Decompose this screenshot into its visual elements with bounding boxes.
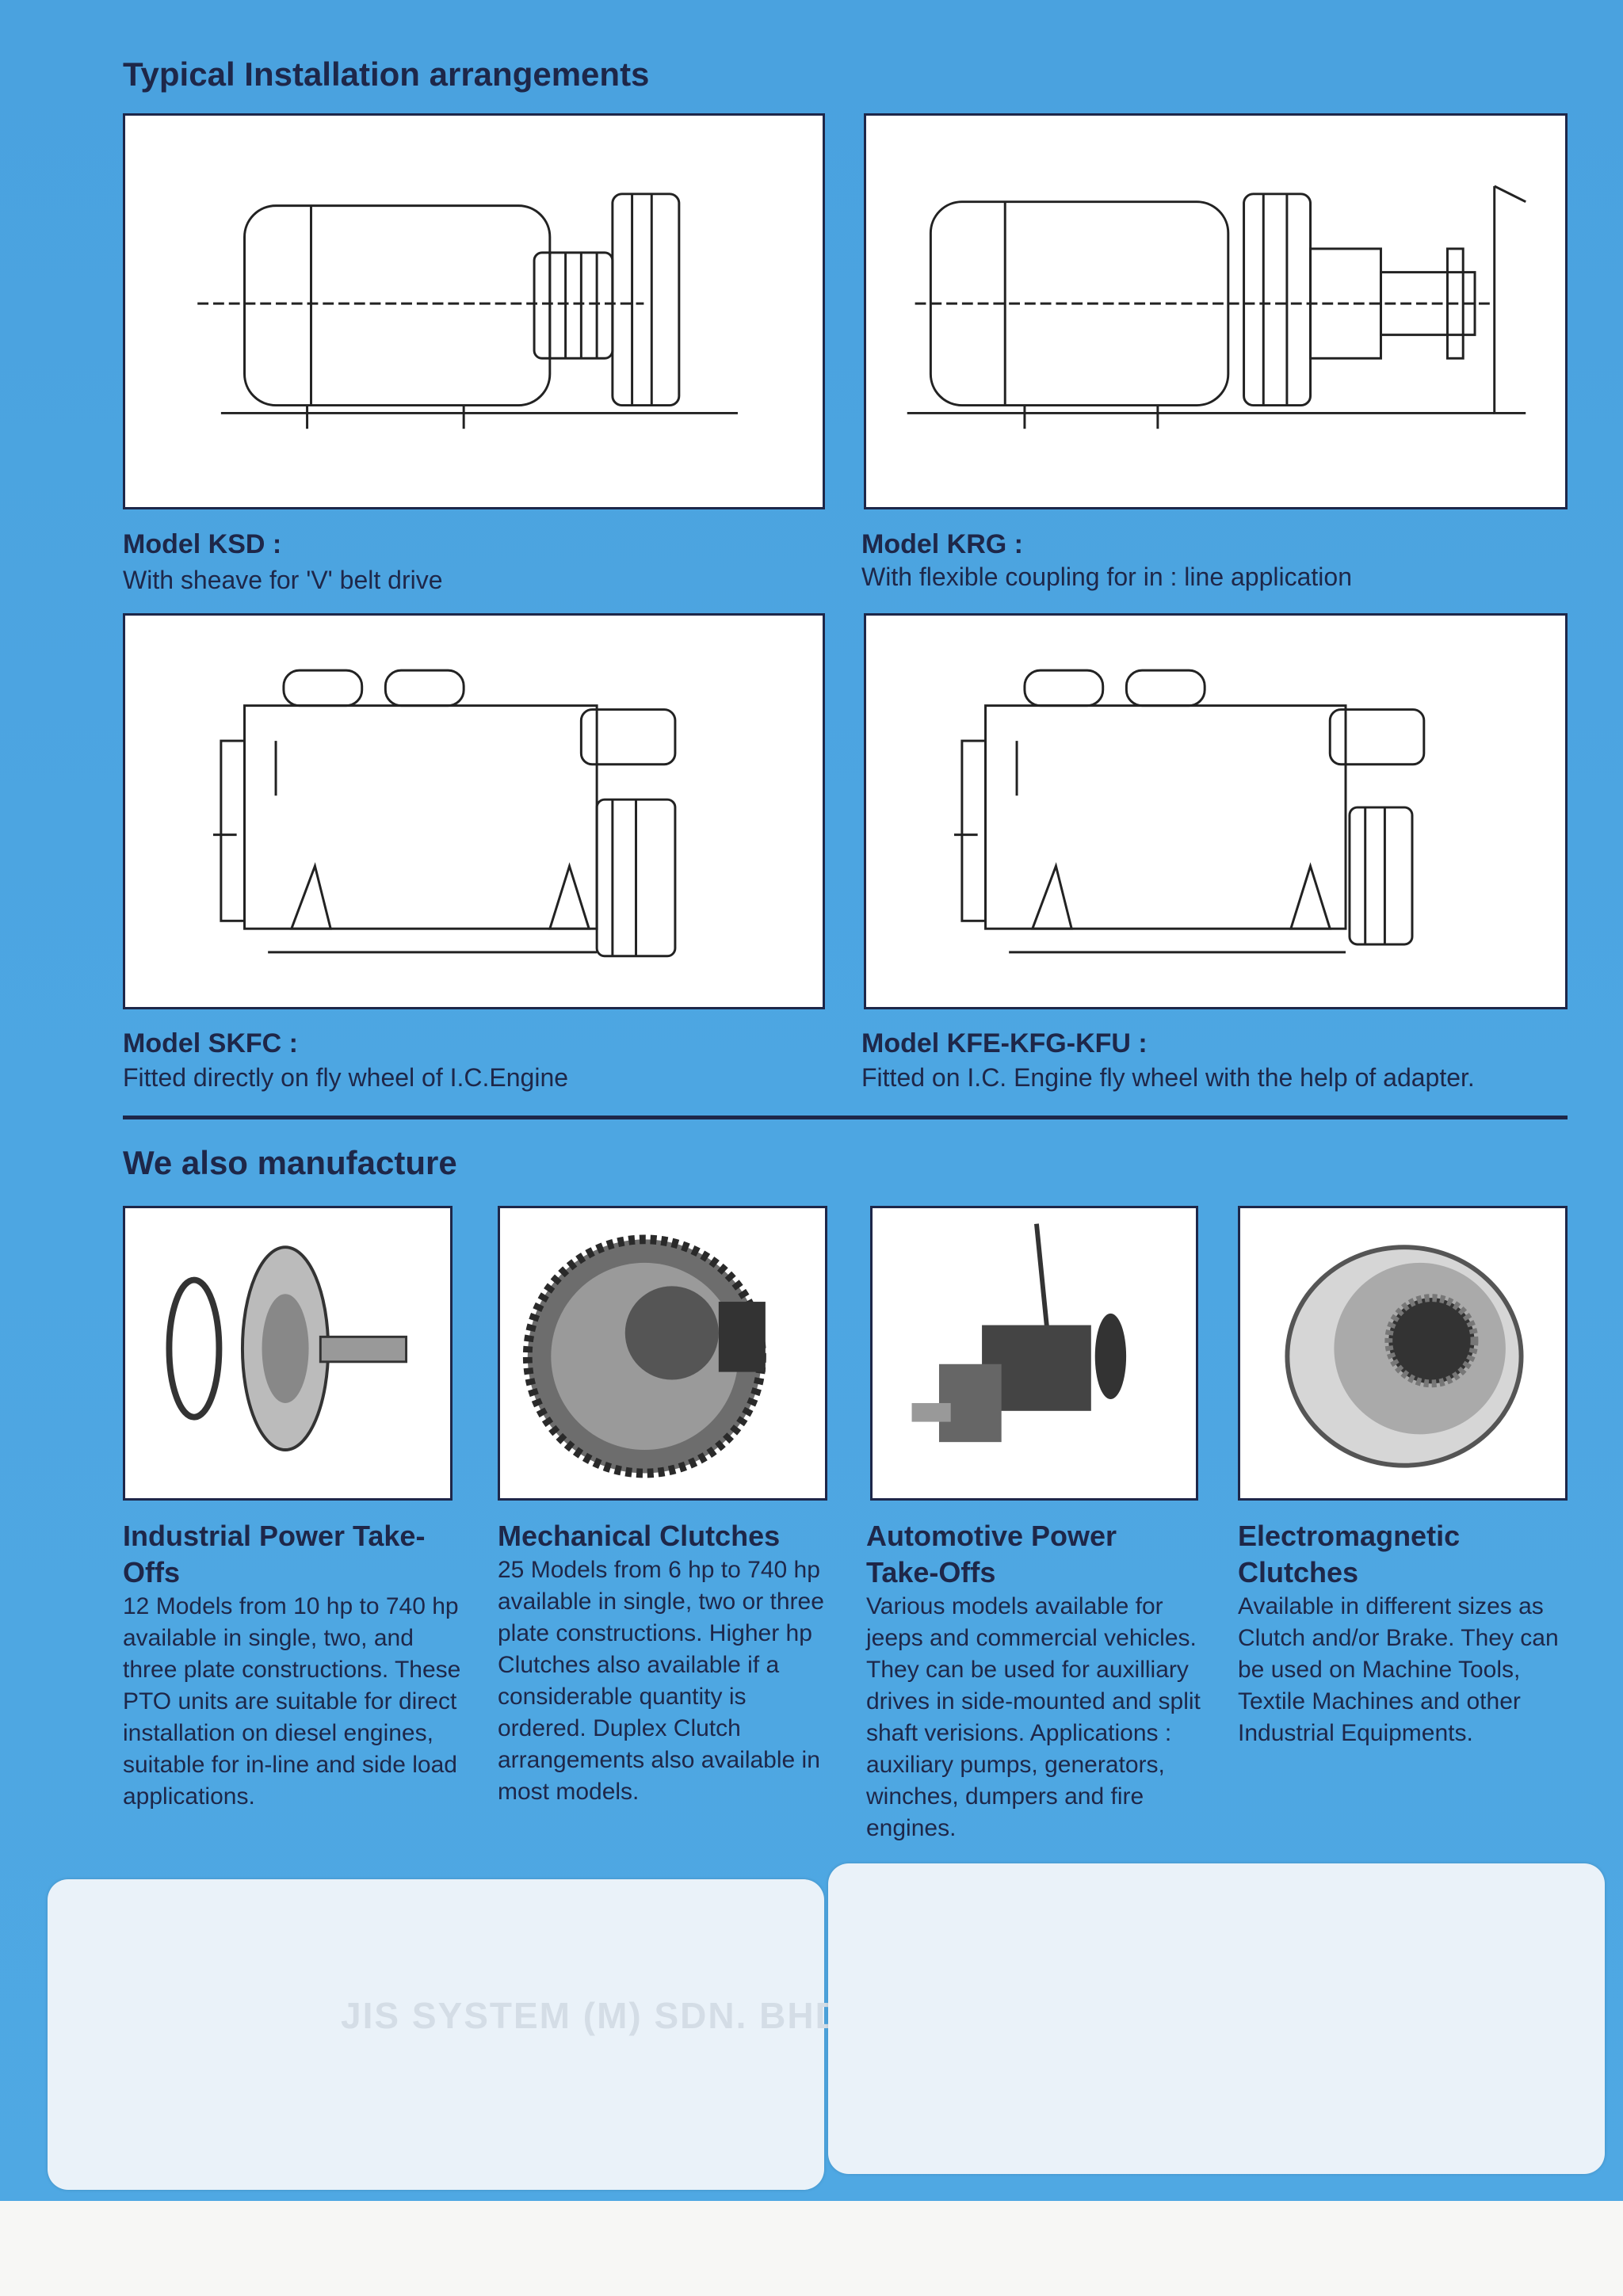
pto-block: Industrial Power Take-Offs 12 Models fro…: [123, 1518, 464, 1813]
drawing-ksd: [123, 113, 825, 509]
automotive-pto-desc: Various models available for jeeps and c…: [866, 1593, 1201, 1841]
automotive-pto-block: Automotive Power Take-Offs Various model…: [866, 1518, 1213, 1844]
mechanical-clutch-image: [498, 1206, 827, 1501]
ksd-model-title: Model KSD :: [123, 529, 282, 559]
krg-motor-drawing: [907, 185, 1526, 429]
pto-unit-illustration: [166, 1245, 408, 1451]
krg-model-title: Model KRG :: [861, 529, 1023, 559]
electromagnetic-clutch-title: Electromagnetic Clutches: [1238, 1520, 1461, 1589]
krg-model-desc: With flexible coupling for in : line app…: [861, 563, 1352, 591]
drawing-skfc: [123, 613, 825, 1009]
pto-title: Industrial Power Take-Offs: [123, 1520, 426, 1589]
skfc-model-title: Model SKFC :: [123, 1028, 298, 1058]
manufacture-heading: We also manufacture: [123, 1144, 457, 1181]
electromagnetic-clutch-block: Electromagnetic Clutches Available in di…: [1238, 1518, 1563, 1749]
electromagnetic-clutch-illustration: [1285, 1245, 1524, 1468]
electromagnetic-clutch-desc: Available in different sizes as Clutch a…: [1238, 1593, 1559, 1746]
installation-heading: Typical Installation arrangements: [123, 55, 650, 93]
ksd-motor-drawing: [197, 193, 738, 429]
section-divider: [123, 1116, 1568, 1119]
skfc-engine-drawing: [212, 669, 677, 958]
dealer-card-left: JIS SYSTEM (M) SDN. BHD.: [48, 1879, 854, 2190]
ksd-model-desc: With sheave for 'V' belt drive: [123, 566, 443, 594]
page-bottom-margin: [0, 2201, 1623, 2296]
automotive-pto-image: [870, 1206, 1198, 1501]
dealer-card-right: [828, 1863, 1605, 2174]
mechanical-clutch-desc: 25 Models from 6 hp to 740 hp available …: [498, 1557, 824, 1805]
pto-desc: 12 Models from 10 hp to 740 hp available…: [123, 1593, 461, 1810]
mechanical-clutch-block: Mechanical Clutches 25 Models from 6 hp …: [498, 1518, 838, 1808]
kfe-model-title: Model KFE-KFG-KFU :: [861, 1028, 1148, 1058]
automotive-pto-illustration: [911, 1223, 1127, 1443]
drawing-krg: [864, 113, 1568, 509]
drawing-kfe: [864, 613, 1568, 1009]
electromagnetic-clutch-image: [1238, 1206, 1568, 1501]
mechanical-clutch-illustration: [522, 1234, 766, 1478]
kfe-engine-drawing: [954, 669, 1426, 954]
kfe-model-desc: Fitted on I.C. Engine fly wheel with the…: [861, 1063, 1475, 1092]
dealer-company-name: JIS SYSTEM (M) SDN. BHD.: [341, 1995, 855, 2036]
automotive-pto-title: Automotive Power Take-Offs: [866, 1520, 1117, 1589]
skfc-model-desc: Fitted directly on fly wheel of I.C.Engi…: [123, 1063, 569, 1092]
mechanical-clutch-title: Mechanical Clutches: [498, 1520, 781, 1552]
pto-image: [123, 1206, 453, 1501]
